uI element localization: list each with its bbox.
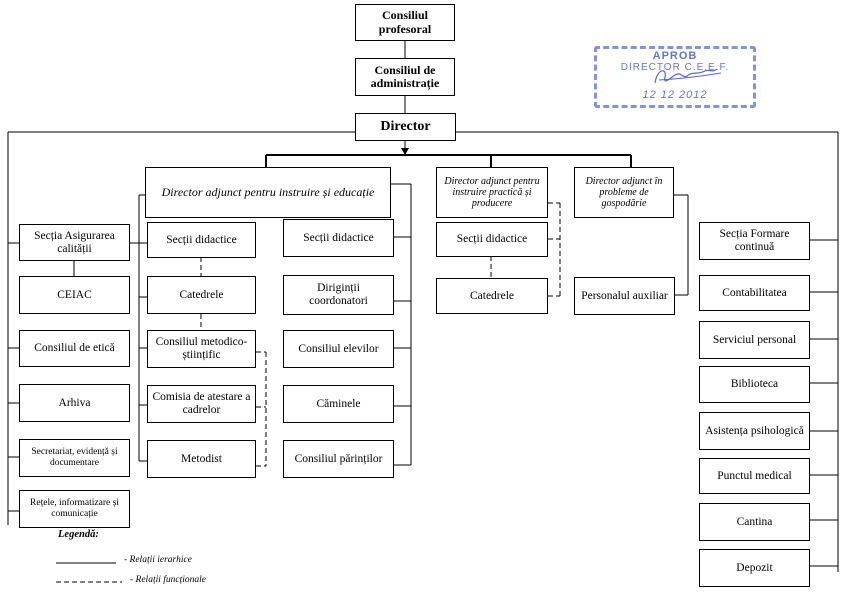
- edu1-item-label: Consiliul metodico-științific: [155, 336, 248, 361]
- practice-item-label: Secții didactice: [456, 233, 528, 246]
- stamp-line-3: 12 12 2012: [642, 89, 708, 101]
- asistenta-psihologica-box: Asistența psihologică: [699, 412, 810, 450]
- punctul-medical-box: Punctul medical: [699, 458, 810, 494]
- personalul-auxiliar-box: Personalul auxiliar: [574, 277, 675, 315]
- right-item-label: Depozit: [736, 561, 773, 574]
- right-item-label: Serviciul personal: [712, 333, 797, 346]
- sectia-formare-box: Secția Formare continuă: [699, 222, 810, 260]
- secretariat-box: Secretariat, evidență și documentare: [19, 439, 130, 477]
- edu1-item-label: Secții didactice: [166, 233, 237, 246]
- legend-hierarchical: - Relații ierarhice: [124, 555, 192, 565]
- ceiac-box: CEIAC: [19, 276, 130, 314]
- director-label: Director: [380, 119, 431, 135]
- edu2-item-label: Secții didactice: [303, 231, 374, 244]
- cantina-box: Cantina: [699, 503, 810, 541]
- sectii-didactice-1-box: Secții didactice: [147, 222, 256, 258]
- legend-title: Legendă:: [58, 529, 99, 540]
- signature-icon: [654, 68, 722, 84]
- edu2-item-label: Consiliul elevilor: [298, 342, 379, 355]
- retele-box: Rețele, informatizare și comunicație: [19, 490, 130, 528]
- edu1-item-label: Comisia de atestare a cadrelor: [152, 391, 251, 416]
- biblioteca-box: Biblioteca: [699, 366, 810, 403]
- dirigintii-box: Diriginții coordonatori: [283, 275, 394, 315]
- left-item-label: CEIAC: [57, 288, 92, 301]
- left-item-label: Secretariat, evidență și documentare: [31, 447, 118, 468]
- consiliul-administratie-label: Consiliul de administrație: [370, 62, 440, 90]
- practice-item-label: Catedrele: [469, 289, 515, 302]
- director-box: Director: [355, 113, 456, 141]
- left-item-label: Arhiva: [58, 396, 91, 409]
- contabilitatea-box: Contabilitatea: [699, 275, 810, 311]
- sectii-didactice-2-box: Secții didactice: [283, 219, 394, 257]
- deputy-household-box: Director adjunct în probleme de gospodăr…: [574, 167, 674, 218]
- caminele-box: Căminele: [283, 385, 394, 423]
- right-item-label: Contabilitatea: [722, 286, 787, 299]
- right-item-label: Secția Formare continuă: [719, 228, 790, 253]
- metodist-box: Metodist: [147, 440, 256, 478]
- edu1-item-label: Metodist: [181, 452, 222, 465]
- left-item-label: Rețele, informatizare și comunicație: [30, 498, 119, 519]
- catedrele-2-box: Catedrele: [436, 278, 548, 314]
- left-item-label: Secția Asigurarea calității: [34, 229, 115, 255]
- consiliul-etica-box: Consiliul de etică: [19, 330, 130, 367]
- serviciul-personal-box: Serviciul personal: [699, 321, 810, 359]
- right-item-label: Punctul medical: [717, 469, 792, 482]
- deputy-practice-label: Director adjunct pentru instruire practi…: [444, 175, 540, 210]
- catedrele-1-box: Catedrele: [147, 276, 256, 314]
- consiliul-elevilor-box: Consiliul elevilor: [283, 330, 394, 368]
- sectia-asigurarea-box: Secția Asigurarea calității: [19, 224, 130, 261]
- edu2-item-label: Căminele: [316, 397, 361, 410]
- consiliul-administratie-box: Consiliul de administrație: [355, 58, 455, 96]
- right-item-label: Asistența psihologică: [705, 424, 804, 437]
- deputy-education-label: Director adjunct pentru instruire și edu…: [161, 184, 375, 199]
- sectii-didactice-3-box: Secții didactice: [436, 222, 548, 257]
- consiliul-metodico-box: Consiliul metodico-științific: [147, 330, 256, 368]
- deputy-practice-box: Director adjunct pentru instruire practi…: [436, 167, 548, 218]
- edu2-item-label: Diriginții coordonatori: [309, 282, 368, 307]
- stamp-line-2: DIRECTOR C.E.E.F.: [620, 62, 730, 73]
- comisia-atestare-box: Comisia de atestare a cadrelor: [147, 385, 256, 423]
- legend-functional: - Relații funcționale: [130, 575, 206, 585]
- left-item-label: Consiliul de etică: [34, 342, 115, 355]
- household-item-label: Personalul auxiliar: [581, 289, 668, 302]
- consiliul-profesoral-box: Consiliul profesoral: [355, 4, 455, 41]
- stamp-line-1: APROB: [652, 50, 698, 62]
- consiliul-profesoral-label: Consiliul profesoral: [378, 8, 432, 36]
- edu2-item-label: Consiliul părinților: [294, 452, 383, 465]
- consiliul-parintilor-box: Consiliul părinților: [283, 440, 394, 478]
- arhiva-box: Arhiva: [19, 384, 130, 422]
- edu1-item-label: Catedrele: [179, 288, 224, 301]
- deputy-education-box: Director adjunct pentru instruire și edu…: [145, 167, 391, 218]
- depozit-box: Depozit: [699, 549, 810, 587]
- deputy-household-label: Director adjunct în probleme de gospodăr…: [585, 175, 663, 210]
- right-item-label: Biblioteca: [730, 378, 779, 391]
- right-item-label: Cantina: [736, 515, 773, 528]
- approval-stamp: APROB DIRECTOR C.E.E.F. 12 12 2012: [594, 46, 756, 108]
